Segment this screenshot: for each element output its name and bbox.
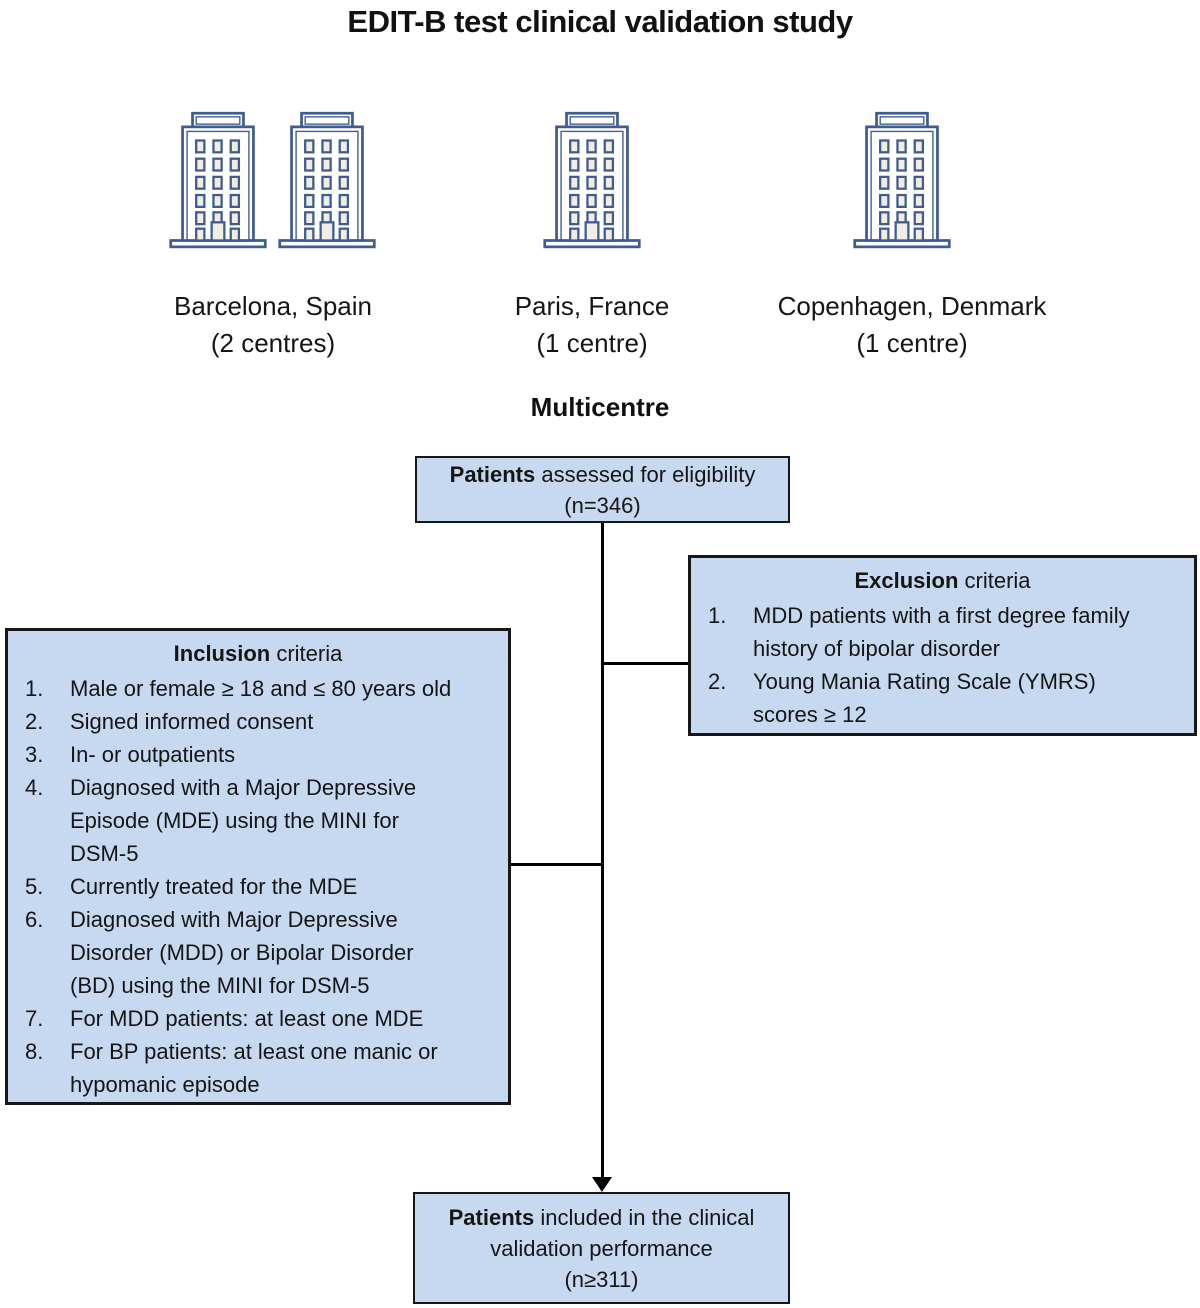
inclusion-title-rest: criteria — [270, 641, 343, 666]
inclusion-item: Diagnosed with Major Depressive Disorder… — [25, 903, 414, 998]
site-centres: (1 centre) — [536, 328, 648, 358]
included-box: Patients included in the clinical valida… — [413, 1192, 790, 1304]
multicentre-label: Multicentre — [530, 392, 670, 422]
connector-to-inclusion — [510, 863, 602, 866]
exclusion-criteria-box: Exclusion criteria MDD patients with a f… — [688, 555, 1197, 736]
site-city: Paris, France — [514, 291, 670, 321]
inclusion-item: Diagnosed with a Major Depressive Episod… — [25, 771, 417, 866]
inclusion-title: Inclusion criteria — [8, 637, 508, 670]
exclusion-list: MDD patients with a first degree family … — [691, 599, 1194, 731]
inclusion-item: Currently treated for the MDE — [25, 870, 358, 903]
inclusion-item: For MDD patients: at least one MDE — [25, 1002, 424, 1035]
site-label-paris: Paris, France (1 centre) — [442, 288, 742, 362]
eligibility-text: Patients assessed for eligibility — [450, 459, 756, 490]
inclusion-item: For BP patients: at least one manic or h… — [25, 1035, 438, 1097]
site-label-barcelona: Barcelona, Spain (2 centres) — [98, 288, 448, 362]
inclusion-item: Male or female ≥ 18 and ≤ 80 years old — [25, 672, 452, 705]
inclusion-item: In- or outpatients — [25, 738, 236, 771]
eligibility-bold: Patients — [449, 461, 536, 487]
inclusion-item: Signed informed consent — [25, 705, 314, 738]
exclusion-title-rest: criteria — [958, 568, 1031, 593]
eligibility-box: Patients assessed for eligibility (n=346… — [415, 456, 790, 523]
connector-to-exclusion — [602, 662, 689, 665]
site-centres: (2 centres) — [210, 328, 336, 358]
building-icon — [277, 104, 377, 257]
included-bold: Patients — [448, 1204, 535, 1230]
site-centres: (1 centre) — [856, 328, 968, 358]
inclusion-list: Male or female ≥ 18 and ≤ 80 years old S… — [8, 672, 508, 1101]
exclusion-title-bold: Exclusion — [854, 568, 959, 593]
exclusion-item: Young Mania Rating Scale (YMRS) scores ≥… — [708, 665, 1096, 727]
exclusion-item: MDD patients with a first degree family … — [708, 599, 1130, 661]
building-icon — [168, 104, 268, 257]
building-icon — [852, 104, 952, 257]
eligibility-rest: assessed for eligibility — [535, 461, 756, 487]
arrow-down-icon — [592, 1177, 612, 1192]
inclusion-criteria-box: Inclusion criteria Male or female ≥ 18 a… — [5, 628, 511, 1105]
site-city: Copenhagen, Denmark — [777, 291, 1047, 321]
included-n: (n≥311) — [564, 1266, 639, 1292]
inclusion-title-bold: Inclusion — [173, 641, 271, 666]
exclusion-title: Exclusion criteria — [691, 564, 1194, 597]
eligibility-n: (n=346) — [564, 492, 641, 518]
connector-vertical — [601, 523, 604, 1179]
site-label-copenhagen: Copenhagen, Denmark (1 centre) — [737, 288, 1087, 362]
page-title: EDIT-B test clinical validation study — [347, 4, 853, 39]
included-rest: included in the clinical validation perf… — [490, 1204, 755, 1261]
site-city: Barcelona, Spain — [173, 291, 373, 321]
included-text: Patients included in the clinical valida… — [449, 1202, 755, 1264]
building-icon — [542, 104, 642, 257]
